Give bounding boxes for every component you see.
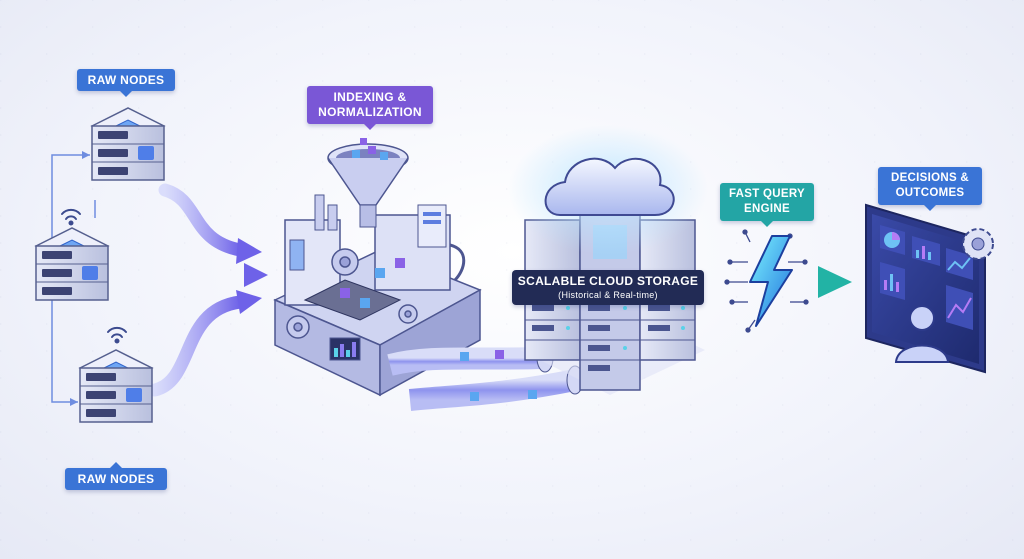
raw-node-server-middle (34, 227, 110, 301)
flow-arrows (115, 183, 268, 397)
lightning-icon (749, 235, 793, 327)
storage-label: SCALABLE CLOUD STORAGE (Historical & Rea… (512, 270, 704, 305)
raw-node-server-bottom (78, 349, 154, 423)
gear-icon (398, 304, 418, 324)
cloud-icon (508, 125, 708, 255)
query-engine-label: FAST QUERY ENGINE (720, 183, 814, 227)
gear-icon (286, 315, 310, 339)
raw-nodes-bottom-text: RAW NODES (77, 472, 155, 486)
decisions-line-2: OUTCOMES (895, 187, 965, 199)
decisions-line-1: DECISIONS & (890, 172, 970, 184)
wifi-icon (61, 208, 81, 226)
user-icon (894, 305, 950, 363)
query-line-1: FAST QUERY (728, 188, 806, 200)
raw-node-server-top (90, 107, 166, 181)
storage-title: SCALABLE CLOUD STORAGE (517, 274, 699, 288)
indexing-line-2: NORMALIZATION (318, 105, 422, 119)
dashboard-icon (865, 203, 986, 374)
raw-nodes-top-text: RAW NODES (87, 73, 165, 87)
query-line-2: ENGINE (744, 203, 790, 215)
raw-nodes-top-label: RAW NODES (77, 69, 175, 97)
indexing-line-1: INDEXING & (333, 90, 407, 104)
wifi-icon (107, 326, 127, 344)
gear-icon (962, 228, 994, 260)
raw-nodes-bottom-label: RAW NODES (65, 462, 167, 490)
gear-icon (331, 248, 359, 276)
funnel-icon (327, 138, 409, 228)
decisions-label: DECISIONS & OUTCOMES (878, 167, 982, 211)
storage-subtitle: (Historical & Real-time) (558, 290, 658, 300)
indexing-label: INDEXING & NORMALIZATION (307, 86, 433, 130)
